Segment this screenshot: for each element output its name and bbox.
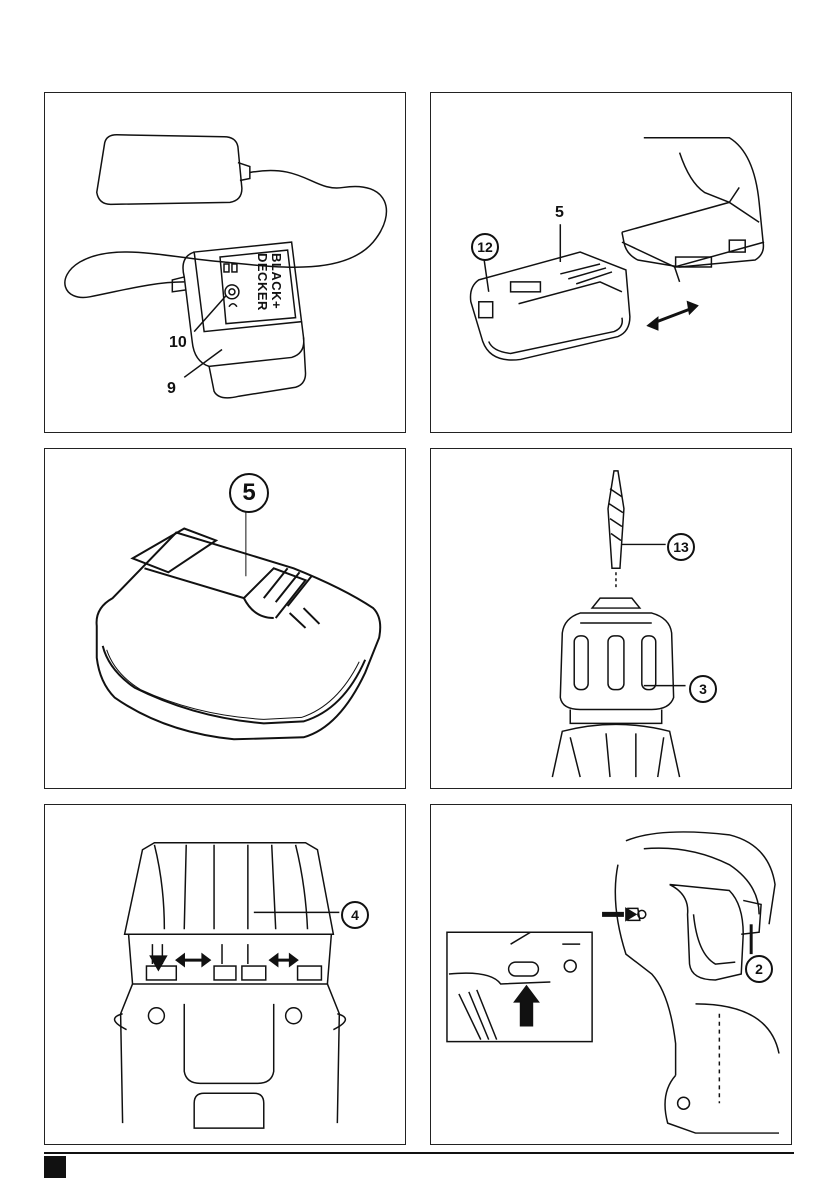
arrow-icon (176, 954, 297, 966)
figure-charger: 10 9 BLACK+ DECKER (44, 92, 406, 433)
callout-10: 10 (169, 335, 187, 351)
callout-9: 9 (167, 381, 176, 397)
battery-pack-icon (431, 93, 791, 432)
brand-logo-line1: BLACK+ (270, 253, 283, 309)
page-marker (44, 1156, 66, 1178)
battery-pack-icon-large (45, 449, 405, 788)
chuck-icon (431, 449, 791, 788)
callout-13: 13 (667, 533, 695, 561)
callout-12: 12 (471, 233, 499, 261)
torque-collar-icon (45, 805, 405, 1144)
callout-4: 4 (341, 901, 369, 929)
figure-chuck: 13 3 (430, 448, 792, 789)
trigger-switch-icon (431, 805, 791, 1144)
drill-bit-icon (608, 471, 624, 588)
figure-battery-insert: 12 5 (430, 92, 792, 433)
brand-logo-line2: DECKER (256, 253, 269, 311)
arrow-icon (648, 302, 698, 330)
callout-2: 2 (745, 955, 773, 983)
callout-3: 3 (689, 675, 717, 703)
footer-rule (44, 1152, 794, 1154)
figure-trigger: 2 (430, 804, 792, 1145)
callout-5-large: 5 (229, 473, 269, 513)
figure-battery: 5 (44, 448, 406, 789)
charger-icon (45, 93, 405, 432)
callout-5: 5 (555, 205, 564, 221)
figure-torque-collar: 4 (44, 804, 406, 1145)
